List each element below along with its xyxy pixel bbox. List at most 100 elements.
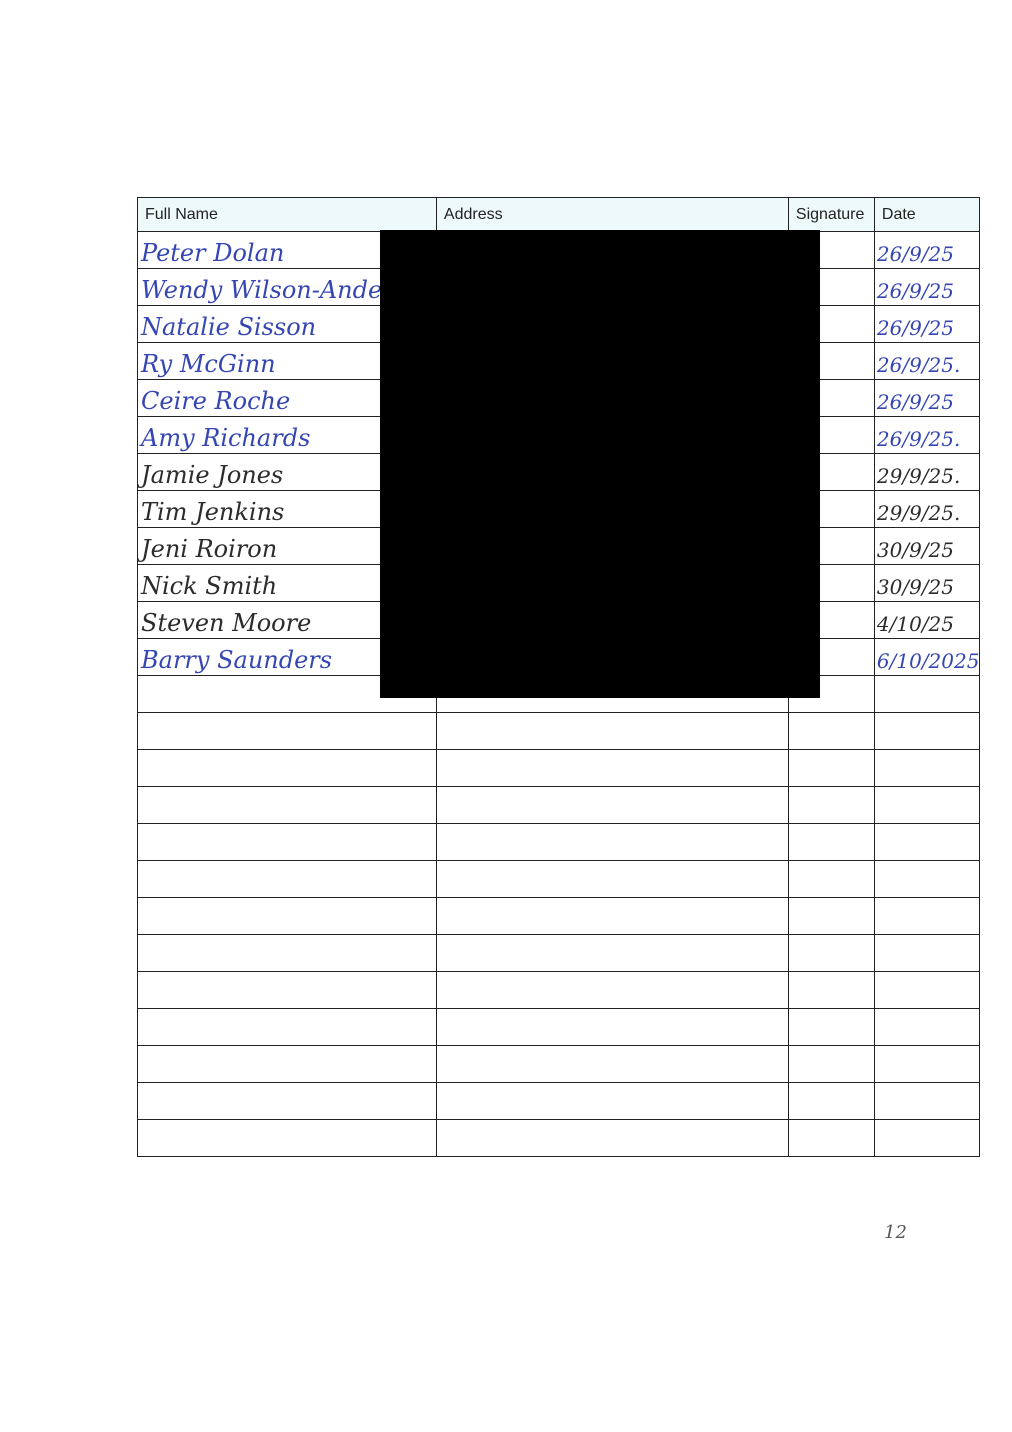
date-cell: [873, 823, 981, 861]
handwritten-date: 30/9/25: [876, 575, 955, 599]
handwritten-date: 26/9/25: [876, 242, 955, 266]
signature-cell: [787, 823, 875, 861]
signature-cell: [787, 934, 875, 972]
signature-header: Signature: [787, 197, 875, 232]
name-cell: [137, 1119, 437, 1157]
empty-row: [137, 1045, 981, 1083]
header-row: Full Name Address Signature Date: [137, 197, 981, 232]
handwritten-date: 26/9/25: [876, 279, 955, 303]
date-cell: [873, 749, 981, 787]
signature-cell: [787, 1045, 875, 1083]
date-cell: 30/9/25: [873, 527, 981, 565]
date-cell: 26/9/25.: [873, 342, 981, 380]
signature-cell: [787, 1119, 875, 1157]
address-header: Address: [435, 197, 789, 232]
address-cell: [435, 934, 789, 972]
handwritten-name: Ceire Roche: [141, 387, 291, 415]
handwritten-date: 26/9/25: [876, 316, 955, 340]
empty-row: [137, 786, 981, 824]
handwritten-date: 29/9/25.: [876, 501, 961, 525]
date-cell: [873, 1082, 981, 1120]
address-cell: [435, 1045, 789, 1083]
date-cell: 4/10/25: [873, 601, 981, 639]
full-name-header: Full Name: [137, 197, 437, 232]
name-cell: [137, 823, 437, 861]
signature-cell: [787, 971, 875, 1009]
handwritten-date: 4/10/25: [876, 612, 955, 636]
name-cell: [137, 934, 437, 972]
handwritten-date: 6/10/2025: [876, 649, 980, 673]
date-header: Date: [873, 197, 981, 232]
handwritten-name: Amy Richards: [141, 424, 311, 452]
address-cell: [435, 786, 789, 824]
date-cell: [873, 1045, 981, 1083]
page-number: 12: [884, 1222, 907, 1243]
signature-cell: [787, 1082, 875, 1120]
date-cell: 26/9/25: [873, 231, 981, 269]
signature-cell: [787, 712, 875, 750]
signature-cell: [787, 897, 875, 935]
date-cell: [873, 971, 981, 1009]
empty-row: [137, 749, 981, 787]
signature-cell: [787, 1008, 875, 1046]
date-cell: [873, 786, 981, 824]
address-cell: [435, 860, 789, 898]
handwritten-name: Jamie Jones: [141, 461, 284, 489]
handwritten-name: Steven Moore: [141, 609, 312, 637]
handwritten-date: 26/9/25: [876, 390, 955, 414]
empty-row: [137, 823, 981, 861]
empty-row: [137, 1119, 981, 1157]
handwritten-date: 29/9/25.: [876, 464, 961, 488]
handwritten-name: Tim Jenkins: [141, 498, 285, 526]
date-cell: 30/9/25: [873, 564, 981, 602]
name-cell: [137, 971, 437, 1009]
date-cell: [873, 712, 981, 750]
date-cell: [873, 1119, 981, 1157]
redaction-block: [380, 230, 820, 698]
handwritten-name: Barry Saunders: [141, 646, 333, 674]
name-cell: [137, 897, 437, 935]
signature-cell: [787, 786, 875, 824]
name-cell: [137, 1082, 437, 1120]
date-cell: [873, 1008, 981, 1046]
handwritten-name: Peter Dolan: [141, 239, 285, 267]
signature-cell: [787, 860, 875, 898]
address-cell: [435, 1082, 789, 1120]
address-cell: [435, 1119, 789, 1157]
name-cell: [137, 749, 437, 787]
empty-row: [137, 1008, 981, 1046]
empty-row: [137, 1082, 981, 1120]
address-cell: [435, 897, 789, 935]
handwritten-name: Natalie Sisson: [141, 313, 317, 341]
handwritten-name: Jeni Roiron: [141, 535, 278, 563]
name-cell: [137, 1045, 437, 1083]
date-cell: 26/9/25: [873, 379, 981, 417]
handwritten-name: Nick Smith: [141, 572, 278, 600]
date-cell: 6/10/2025: [873, 638, 981, 676]
address-cell: [435, 749, 789, 787]
empty-row: [137, 934, 981, 972]
signature-cell: [787, 749, 875, 787]
date-cell: 26/9/25: [873, 268, 981, 306]
empty-row: [137, 712, 981, 750]
date-cell: 29/9/25.: [873, 453, 981, 491]
empty-row: [137, 897, 981, 935]
handwritten-date: 26/9/25.: [876, 353, 961, 377]
name-cell: [137, 1008, 437, 1046]
handwritten-date: 30/9/25: [876, 538, 955, 562]
empty-row: [137, 971, 981, 1009]
date-cell: [873, 675, 981, 713]
address-cell: [435, 971, 789, 1009]
name-cell: [137, 860, 437, 898]
handwritten-date: 26/9/25.: [876, 427, 961, 451]
date-cell: 29/9/25.: [873, 490, 981, 528]
address-cell: [435, 712, 789, 750]
handwritten-name: Ry McGinn: [141, 350, 276, 378]
name-cell: [137, 786, 437, 824]
date-cell: 26/9/25.: [873, 416, 981, 454]
date-cell: 26/9/25: [873, 305, 981, 343]
date-cell: [873, 897, 981, 935]
address-cell: [435, 1008, 789, 1046]
name-cell: [137, 712, 437, 750]
